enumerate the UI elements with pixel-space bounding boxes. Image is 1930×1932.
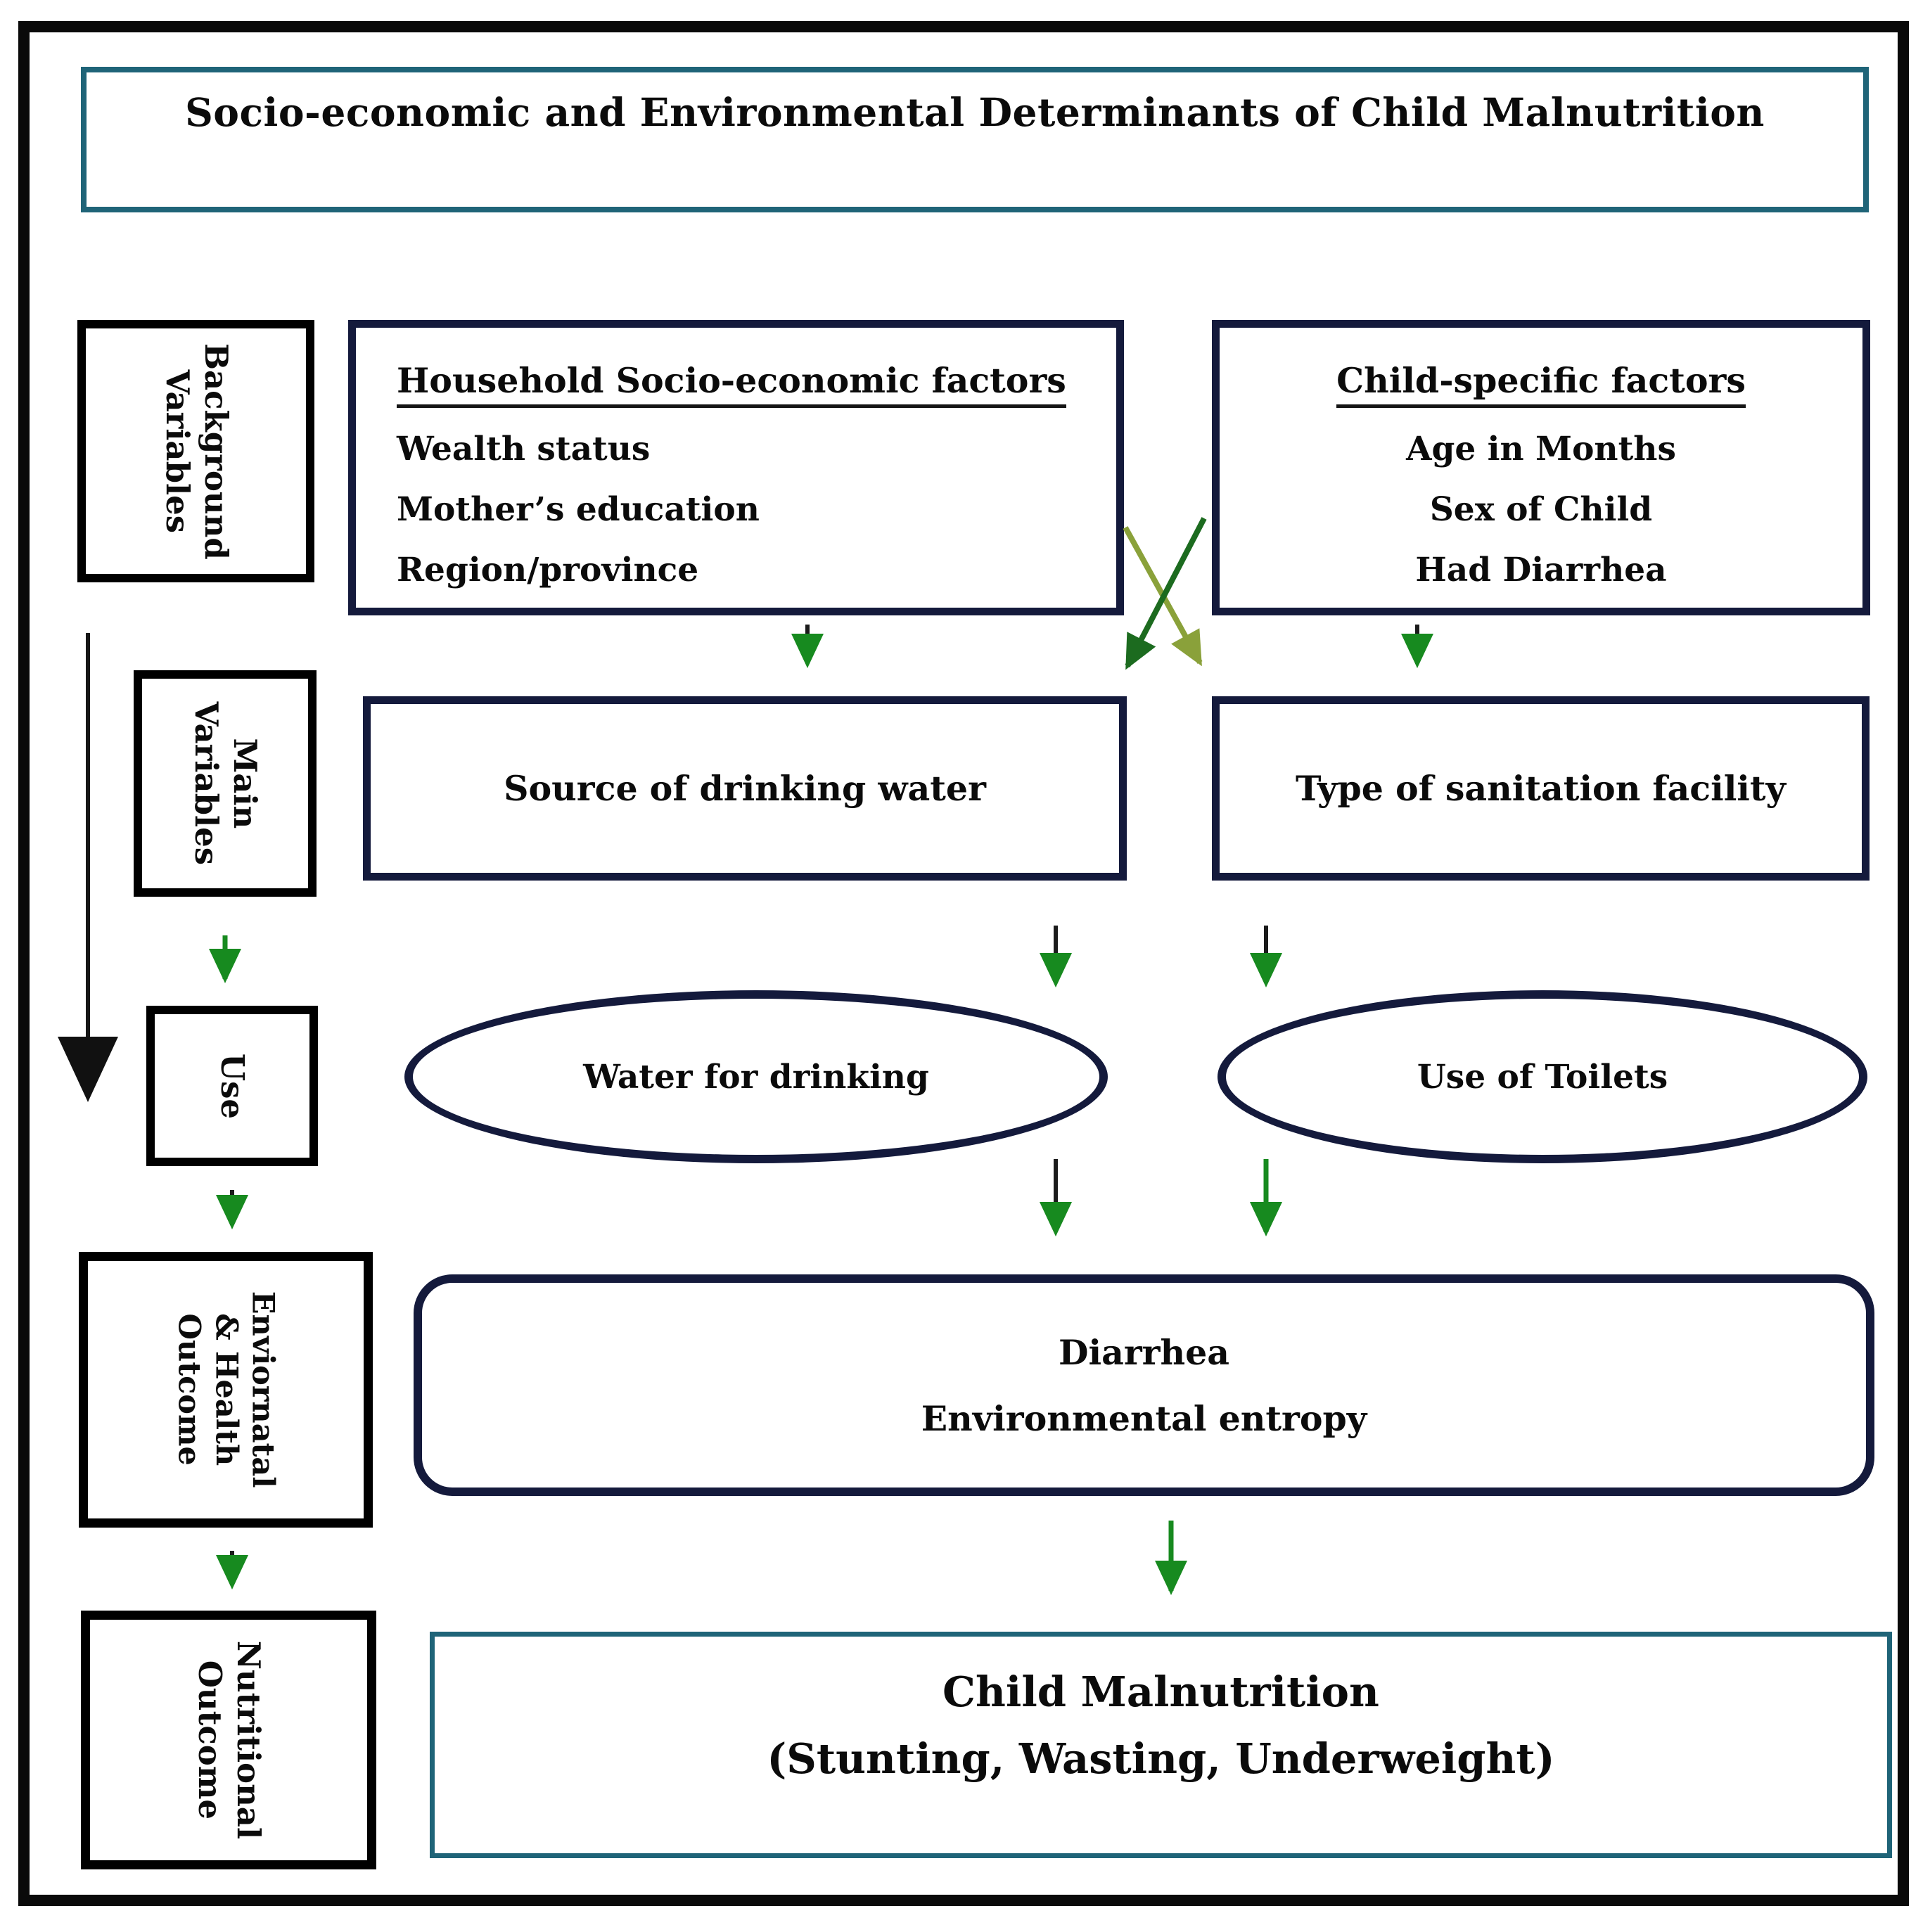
child-malnutrition-label: Child Malnutrition (942, 1668, 1379, 1716)
use-box: Use (146, 1006, 318, 1166)
source-of-drinking-water-label: Source of drinking water (504, 768, 986, 809)
page-title: Socio-economic and Environmental Determi… (185, 89, 1765, 135)
child-factors-box: Child-specific factors Age in Months Sex… (1212, 320, 1870, 615)
child-malnutrition-box: Child Malnutrition (Stunting, Wasting, U… (430, 1632, 1892, 1858)
type-of-sanitation-label: Type of sanitation facility (1295, 768, 1787, 809)
source-of-drinking-water-box: Source of drinking water (363, 696, 1127, 881)
use-label: Use (214, 1053, 252, 1119)
main-variables-label: Main Variables (188, 701, 264, 866)
diarrhea-label: Diarrhea (1058, 1331, 1230, 1373)
main-variables-box: Main Variables (134, 670, 317, 897)
household-item-education: Mother’s education (397, 490, 760, 529)
environmental-entropy-label: Environmental entropy (921, 1397, 1367, 1439)
environmental-health-outcome-label: Enviornatal & Health Outcome (171, 1291, 281, 1488)
child-item-sex: Sex of Child (1429, 490, 1653, 529)
outer-frame (18, 21, 1909, 1906)
malnutrition-indicators-label: (Stunting, Wasting, Underweight) (767, 1734, 1555, 1783)
background-variables-box: Background Variables (77, 320, 314, 582)
background-variables-label: Background Variables (158, 343, 235, 560)
household-item-region: Region/province (397, 551, 699, 589)
use-of-toilets-label: Use of Toilets (1417, 1057, 1668, 1096)
child-factors-heading: Child-specific factors (1336, 360, 1746, 408)
water-for-drinking-label: Water for drinking (583, 1057, 929, 1096)
household-factors-box: Household Socio-economic factors Wealth … (348, 320, 1124, 615)
use-of-toilets-ellipse: Use of Toilets (1218, 990, 1867, 1163)
child-item-age: Age in Months (1406, 430, 1676, 468)
type-of-sanitation-box: Type of sanitation facility (1212, 696, 1870, 881)
nutritional-outcome-box: Nutritional Outcome (81, 1611, 376, 1869)
environmental-health-outcome-box: Enviornatal & Health Outcome (79, 1252, 373, 1528)
nutritional-outcome-label: Nutritional Outcome (191, 1640, 267, 1840)
title-box: Socio-economic and Environmental Determi… (81, 67, 1869, 212)
water-for-drinking-ellipse: Water for drinking (404, 990, 1108, 1163)
diarrhea-entropy-box: Diarrhea Environmental entropy (414, 1274, 1874, 1496)
child-item-diarrhea: Had Diarrhea (1415, 551, 1667, 589)
household-item-wealth: Wealth status (397, 430, 651, 468)
household-factors-heading: Household Socio-economic factors (397, 360, 1066, 408)
